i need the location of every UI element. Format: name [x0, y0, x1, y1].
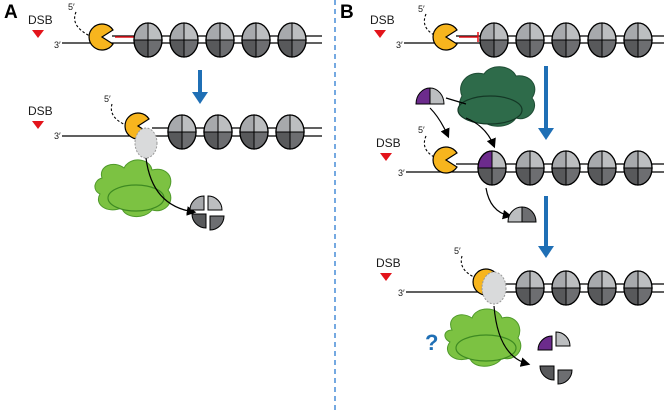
panel-a-row-1: DSB 3′ 5′	[28, 2, 322, 58]
three-prime-label: 3′	[398, 168, 405, 178]
dsb-label: DSB	[28, 104, 53, 118]
five-prime-label: 5′	[104, 94, 111, 104]
nucleosome-icon	[239, 114, 269, 150]
removed-histone-dimer-icon	[507, 206, 537, 223]
nucleosome-icon	[551, 22, 581, 58]
nucleosome-icon	[205, 22, 235, 58]
nucleosome-icon	[515, 270, 545, 306]
panel-b-row-2: DSB 3′ 5′	[376, 125, 664, 186]
complex-binding-line	[445, 97, 467, 105]
nucleosome-icon	[515, 22, 545, 58]
dsb-marker-icon	[380, 153, 392, 161]
five-prime-label: 5′	[68, 2, 75, 12]
ssdna-overhang	[460, 255, 477, 279]
dsb-marker-icon	[380, 273, 392, 281]
evicted-nucleosome-ghost	[134, 127, 158, 159]
panel-a-row-2: DSB 3′ 5′	[28, 94, 322, 159]
exonuclease-pacman-icon	[432, 23, 458, 51]
nucleosome-icon	[241, 22, 271, 58]
deposition-arrow	[429, 107, 450, 139]
panel-b-letter: B	[340, 2, 354, 23]
histone-fragments-icon	[537, 331, 573, 385]
five-prime-label: 5′	[454, 246, 461, 256]
nucleosome-icon	[479, 22, 509, 58]
ssdna-overhang	[110, 103, 129, 127]
exonuclease-pacman-icon	[432, 146, 458, 174]
nucleosome-icon	[587, 270, 617, 306]
flow-arrow-icon	[538, 66, 554, 140]
dsb-label: DSB	[28, 13, 53, 27]
dsb-label: DSB	[376, 256, 401, 270]
ssdna-overhang	[74, 11, 91, 37]
histone-exchange-complex	[457, 66, 536, 127]
deposition-arrow	[465, 117, 496, 149]
nucleosome-icon	[275, 114, 305, 150]
chromatin-remodeler-complex	[94, 159, 172, 217]
nucleosome-icon	[203, 114, 233, 150]
nucleosome-icon	[515, 150, 545, 186]
exonuclease-pacman-icon	[88, 23, 114, 51]
nucleosome-icon	[551, 150, 581, 186]
dsb-marker-icon	[32, 30, 44, 38]
variant-nucleosome-icon	[477, 150, 507, 186]
nucleosome-icon	[551, 270, 581, 306]
eviction-arrow	[493, 305, 531, 367]
dsb-marker-icon	[32, 121, 44, 129]
dsb-marker-icon	[374, 30, 386, 38]
nucleosome-icon	[587, 22, 617, 58]
dsb-label: DSB	[370, 13, 395, 27]
nucleosome-icon	[623, 150, 653, 186]
five-prime-label: 5′	[418, 125, 425, 135]
evicted-nucleosome-ghost	[481, 271, 507, 305]
histone-fragments-icon	[189, 195, 225, 231]
nucleosome-icon	[167, 114, 197, 150]
eviction-arrow	[145, 157, 197, 216]
nucleosome-icon	[623, 270, 653, 306]
three-prime-label: 3′	[396, 40, 403, 50]
chromatin-remodeler-complex	[444, 308, 522, 367]
three-prime-label: 3′	[54, 40, 61, 50]
three-prime-label: 3′	[54, 131, 61, 141]
inhibition-bar-icon	[459, 32, 479, 42]
nucleosome-icon	[623, 22, 653, 58]
nucleosome-icon	[277, 22, 307, 58]
three-prime-label: 3′	[398, 288, 405, 298]
panel-a-letter: A	[4, 2, 18, 23]
nucleosome-icon	[169, 22, 199, 58]
dsb-label: DSB	[376, 136, 401, 150]
nucleosome-icon	[133, 22, 163, 58]
removal-arrow	[485, 187, 513, 220]
five-prime-label: 5′	[418, 4, 425, 14]
nucleosome-icon	[587, 150, 617, 186]
unknown-remodeler-question-mark: ?	[425, 330, 438, 355]
panel-b-row-1: DSB 3′ 5′	[370, 4, 664, 58]
histone-variant-dimer-icon	[415, 87, 445, 105]
flow-arrow-icon	[192, 70, 208, 104]
flow-arrow-icon	[538, 196, 554, 258]
panel-b-row-3: DSB 3′ 5′	[376, 246, 664, 306]
